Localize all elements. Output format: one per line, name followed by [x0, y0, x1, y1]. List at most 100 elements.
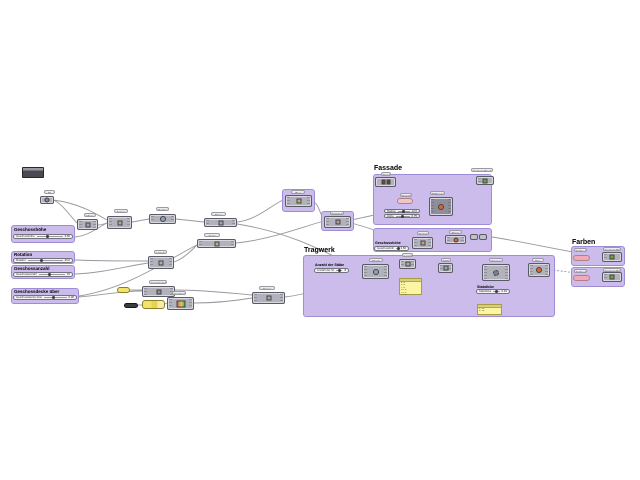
component-tag: Move	[211, 212, 226, 216]
difference-icon	[438, 203, 444, 210]
component-tag: Pipe	[532, 258, 544, 262]
component-f1[interactable]	[375, 177, 396, 187]
slider-groove[interactable]	[493, 290, 500, 293]
tragwerk-title: Tragwerk	[304, 247, 335, 254]
component-c1[interactable]	[77, 219, 98, 230]
component-tag: Range	[259, 286, 275, 290]
component-c6[interactable]	[148, 256, 174, 269]
component-t1[interactable]	[362, 264, 389, 279]
mini-slider[interactable]	[117, 287, 130, 293]
point-node[interactable]	[40, 196, 54, 204]
slider-groove[interactable]	[395, 214, 410, 218]
component-fassade-preview[interactable]	[476, 176, 494, 185]
component-farben-preview-1[interactable]	[602, 252, 622, 262]
component-c3[interactable]	[149, 214, 176, 224]
component-tag: Series	[417, 231, 429, 235]
component-h2[interactable]	[445, 235, 466, 244]
group-tragwerk[interactable]	[303, 255, 555, 317]
component-tag: Divide	[369, 258, 383, 262]
wire	[164, 302, 168, 305]
wire	[78, 290, 143, 298]
mini-param[interactable]	[124, 303, 138, 308]
fassade-slider-1[interactable]: Radius 12.0	[384, 209, 420, 213]
slider-grip[interactable]	[400, 214, 404, 218]
geschossdecke-slider[interactable]: Geschossdecke über 0.30	[13, 295, 77, 300]
slider-grip[interactable]	[40, 259, 44, 262]
slider-groove[interactable]	[397, 209, 410, 213]
component-icon	[453, 237, 458, 242]
slider-groove[interactable]	[44, 296, 67, 299]
component-c5[interactable]	[197, 239, 236, 248]
param-node[interactable]	[470, 234, 478, 240]
component-tag: Length	[402, 253, 413, 257]
component-icon	[85, 222, 90, 227]
fassade-slider-2[interactable]: Höhe 0.75	[384, 214, 420, 218]
colour-swatch[interactable]	[573, 255, 590, 261]
component-p1[interactable]	[285, 195, 312, 207]
component-tag: Solid Union	[330, 211, 344, 215]
wire	[52, 199, 78, 224]
component-tag: Farbe 1	[574, 248, 587, 252]
gear-icon	[493, 269, 499, 276]
component-t5[interactable]	[528, 263, 550, 277]
component-farben-preview-2[interactable]	[602, 272, 622, 282]
component-t3[interactable]	[438, 263, 453, 273]
component-t4[interactable]	[482, 264, 510, 281]
component-icon	[156, 289, 161, 294]
anzahl-slider[interactable]: Anzahl der Stäbe 8	[314, 268, 349, 273]
point-icon	[44, 197, 50, 203]
preview-icon	[482, 178, 488, 183]
slider-grip[interactable]	[45, 235, 49, 238]
slider-grip[interactable]	[401, 209, 405, 213]
slider-grip[interactable]	[52, 296, 56, 299]
data-panel-small[interactable]: 0.15 0.15	[477, 304, 502, 315]
slider-grip[interactable]	[495, 290, 499, 293]
param-node[interactable]	[479, 234, 487, 240]
pipe-icon	[536, 267, 542, 273]
canvas-widget[interactable]	[22, 167, 44, 178]
fassade-title: Fassade	[374, 165, 403, 172]
component-d2[interactable]	[167, 297, 194, 310]
component-icon	[214, 241, 219, 246]
component-d3[interactable]	[252, 292, 285, 304]
data-panel-big[interactable]: 0.0 3.5 7.0 10.5 14.0 17.5	[399, 278, 422, 296]
geschossanzahl-slider[interactable]: Geschossanzahl 15	[13, 272, 73, 277]
colour-swatch[interactable]	[397, 198, 413, 204]
slider-groove[interactable]	[28, 259, 63, 262]
wire	[131, 218, 150, 223]
gradient-icon	[176, 300, 185, 307]
wire	[175, 218, 205, 223]
colour-swatch[interactable]	[573, 275, 590, 281]
component-tag: Shift	[441, 258, 451, 262]
component-icon	[420, 240, 425, 246]
component-icon	[335, 219, 340, 225]
component-c4[interactable]	[204, 218, 237, 227]
component-t2[interactable]	[399, 259, 416, 269]
slider-grip[interactable]	[47, 273, 51, 276]
component-tag: Unit Z	[154, 250, 167, 254]
slider-groove[interactable]	[396, 247, 400, 250]
component-p2[interactable]	[324, 216, 351, 228]
component-tag: Pt	[44, 190, 55, 194]
rotation-slider[interactable]: Rotation 45.0	[13, 258, 73, 263]
slider-groove[interactable]	[38, 273, 65, 276]
component-h1[interactable]	[412, 237, 433, 249]
slider-groove[interactable]	[36, 235, 63, 238]
component-icon	[372, 268, 379, 275]
component-c2[interactable]	[107, 216, 132, 229]
component-tag: Move	[84, 213, 96, 217]
stabdicke-slider[interactable]: Stabdicke 0.15	[476, 289, 510, 294]
component-d1[interactable]	[142, 286, 175, 297]
stabdicke-label: Stabdicke	[477, 285, 494, 289]
geschosshoehe-slider[interactable]: Geschosshöhe 3.50	[13, 234, 73, 239]
slider-groove[interactable]	[336, 269, 343, 272]
component-tag: Rotate	[156, 207, 169, 211]
mid-geschosshoehe-slider[interactable]: Geschosshöhe 3.50	[374, 246, 409, 251]
wire	[235, 220, 325, 244]
slider-grip[interactable]	[338, 269, 342, 272]
slider-grip[interactable]	[396, 247, 400, 250]
multi-slider[interactable]	[142, 300, 165, 309]
wire	[236, 198, 286, 223]
component-fassade-main[interactable]	[429, 197, 453, 216]
